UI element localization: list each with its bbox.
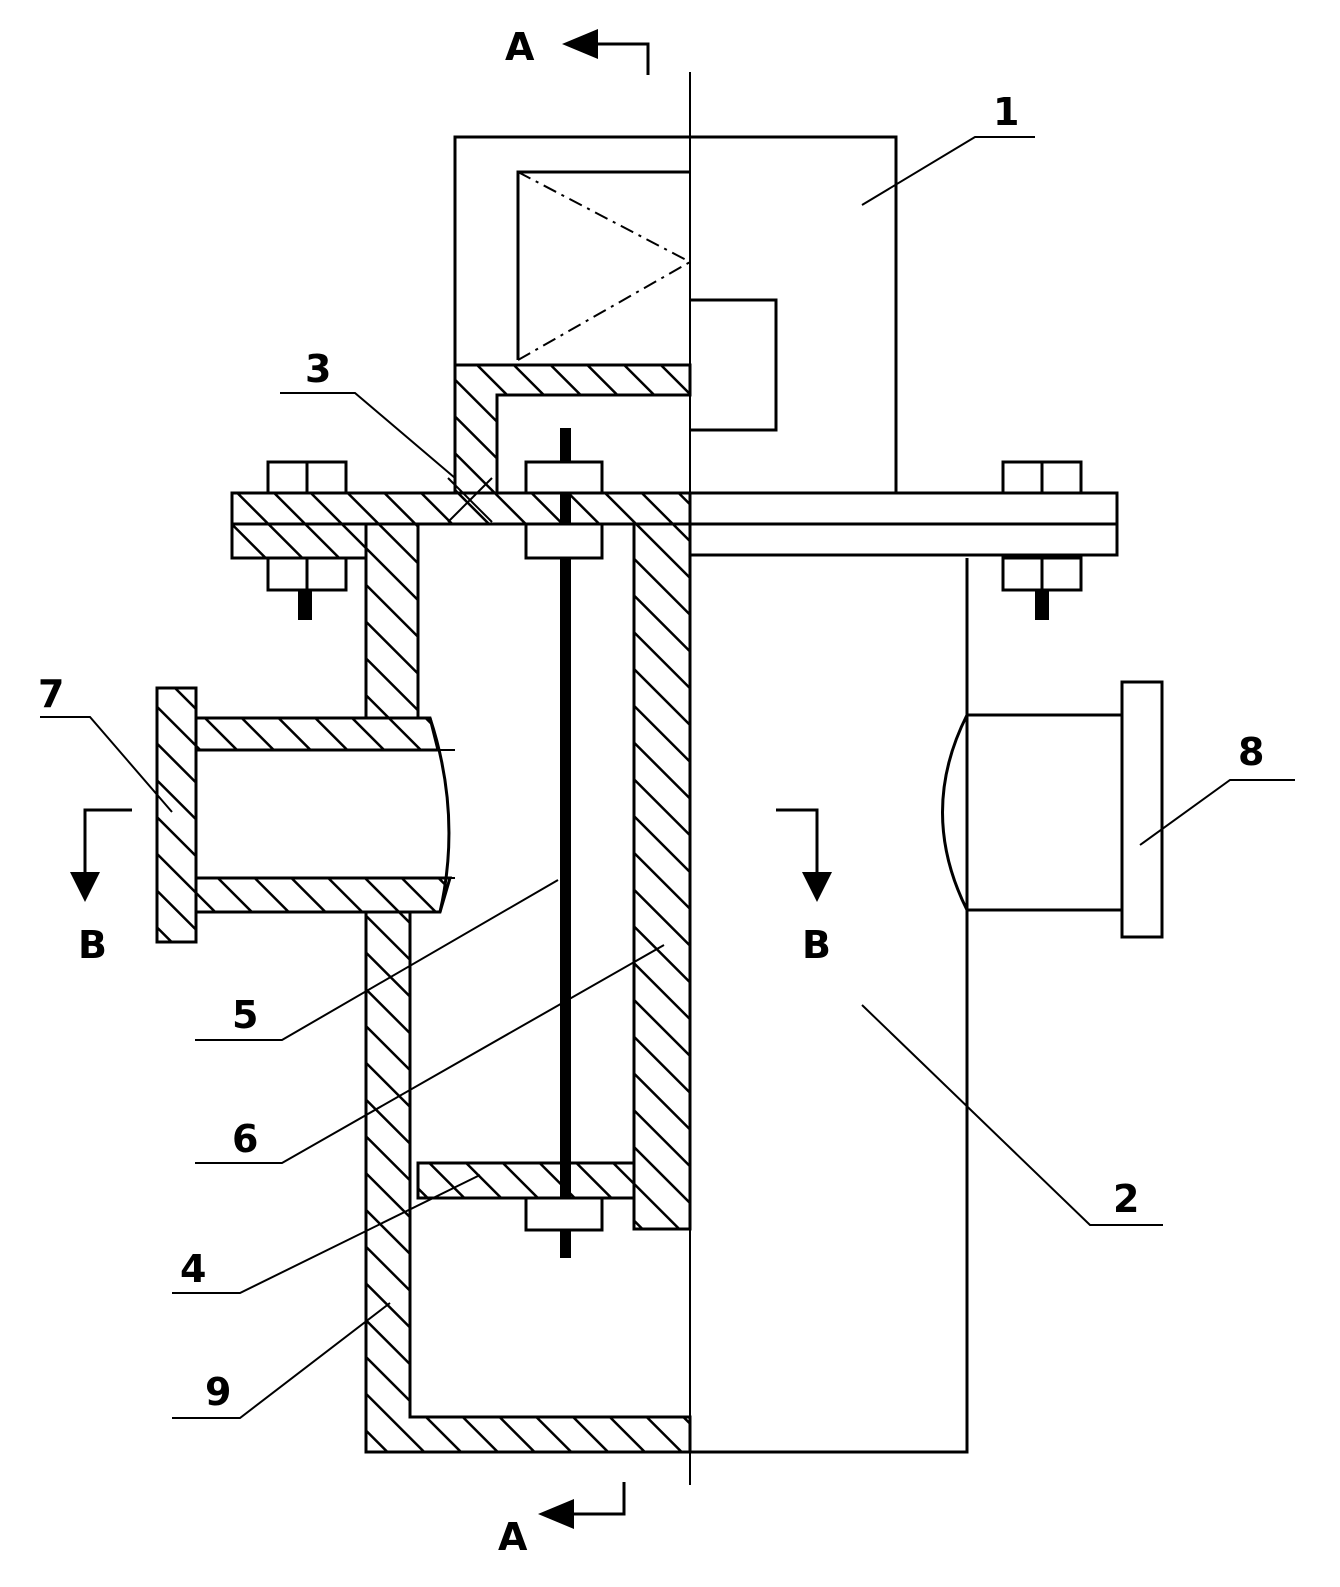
inlet-pipe — [155, 686, 455, 944]
part-label-7: 7 — [38, 672, 64, 716]
part-label-6: 6 — [232, 1117, 258, 1161]
section-arrow-a-top — [562, 29, 650, 75]
leader-lines — [40, 136, 1295, 1419]
part-label-9: 9 — [205, 1370, 231, 1414]
guide-rod — [524, 428, 604, 1258]
bolt-right — [1001, 460, 1083, 620]
section-arrow-a-bottom — [538, 1482, 626, 1529]
lower-support-plate — [416, 1161, 636, 1200]
inner-sleeve — [632, 522, 692, 1231]
outlet-pipe — [941, 680, 1164, 939]
lower-housing-right — [690, 558, 969, 1454]
part-label-5: 5 — [232, 993, 258, 1037]
section-label-a-top: A — [505, 25, 535, 69]
upper-housing — [453, 135, 898, 493]
part-label-3: 3 — [305, 347, 331, 391]
part-label-1: 1 — [993, 90, 1019, 134]
flange-plate — [230, 477, 1119, 560]
part-label-2: 2 — [1113, 1177, 1139, 1221]
part-label-4: 4 — [180, 1247, 206, 1291]
part-label-8: 8 — [1238, 730, 1264, 774]
section-label-b-right: B — [802, 923, 831, 967]
section-arrow-b-left — [70, 808, 132, 902]
section-label-a-bottom: A — [498, 1515, 528, 1559]
section-label-b-left: B — [78, 923, 107, 967]
bolt-left — [266, 460, 348, 620]
section-arrow-b-right — [776, 808, 832, 902]
